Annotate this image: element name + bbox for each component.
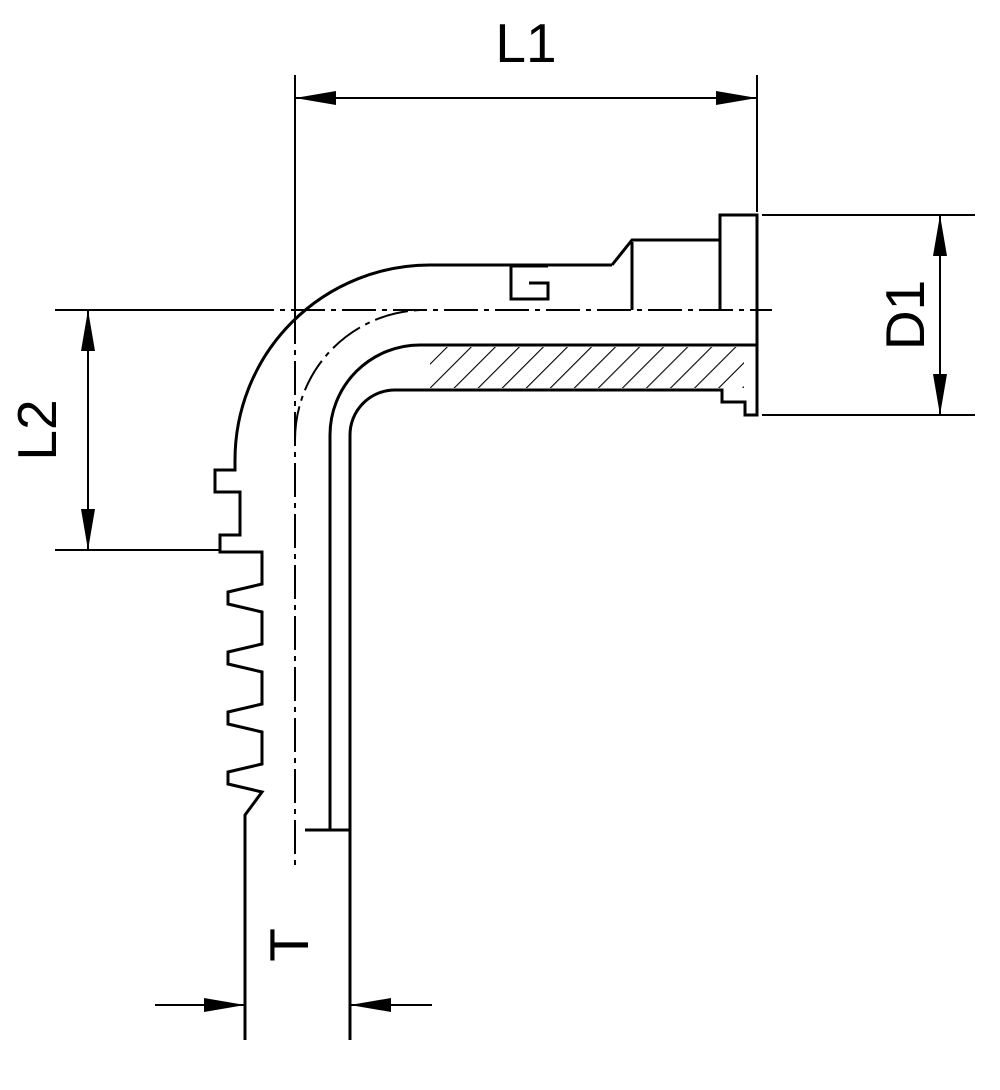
l1-arrow-left (295, 91, 336, 105)
t-label: T (258, 928, 320, 962)
d1-arrow-top (933, 215, 947, 256)
spiral-symbol (509, 264, 550, 301)
l1-arrow-right (716, 91, 757, 105)
t-arrow-left (204, 998, 245, 1012)
fitting-outline-right (348, 213, 759, 1040)
section-hatching (430, 347, 744, 388)
centerline-bend-arc (294, 309, 426, 441)
l2-arrow-top (81, 310, 95, 351)
l2-arrow-bottom (81, 509, 95, 550)
t-arrow-right (350, 998, 391, 1012)
d1-label: D1 (874, 280, 936, 350)
l1-label: L1 (495, 12, 556, 74)
bore-line (328, 343, 757, 830)
d1-arrow-bottom (933, 374, 947, 415)
fitting-outline-left (213, 263, 612, 1040)
l2-label: L2 (6, 399, 68, 460)
